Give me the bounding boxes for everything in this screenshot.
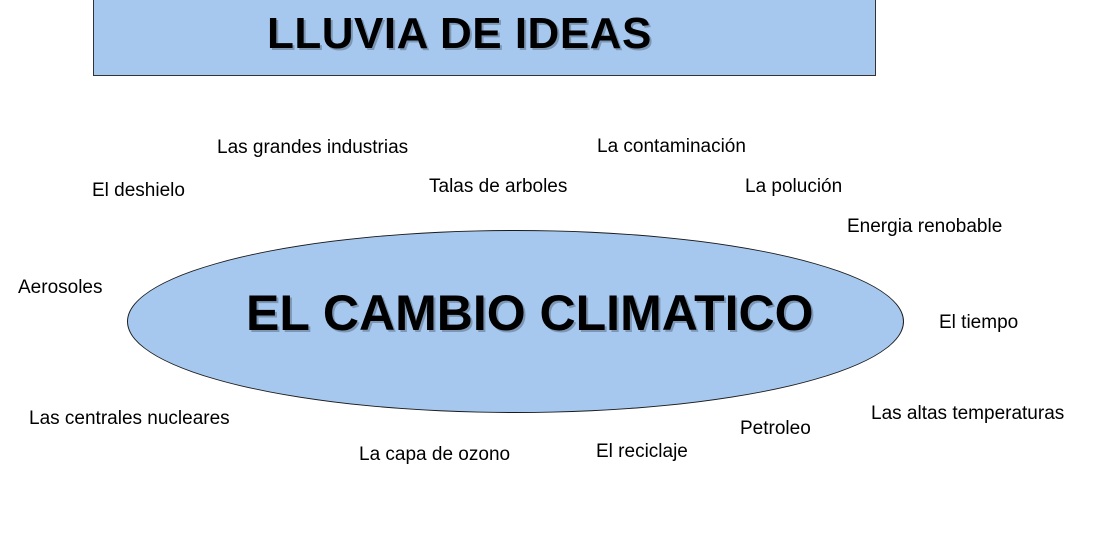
central-topic: EL CAMBIO CLIMATICO bbox=[246, 285, 814, 341]
idea-altas-temperaturas: Las altas temperaturas bbox=[871, 403, 1065, 424]
central-ellipse bbox=[127, 230, 904, 413]
idea-energia-renobable: Energia renobable bbox=[847, 216, 1003, 237]
title-text: LLUVIA DE IDEAS bbox=[267, 9, 652, 58]
idea-deshielo: El deshielo bbox=[92, 180, 185, 201]
idea-aerosoles: Aerosoles bbox=[18, 277, 103, 298]
idea-centrales-nucleares: Las centrales nucleares bbox=[29, 408, 230, 429]
idea-polucion: La polución bbox=[745, 176, 843, 197]
title-banner: LLUVIA DE IDEAS bbox=[93, 0, 876, 76]
idea-capa-de-ozono: La capa de ozono bbox=[359, 444, 511, 465]
idea-el-tiempo: El tiempo bbox=[939, 312, 1019, 333]
idea-petroleo: Petroleo bbox=[740, 418, 811, 439]
idea-grandes-industrias: Las grandes industrias bbox=[217, 137, 409, 158]
idea-reciclaje: El reciclaje bbox=[596, 441, 688, 462]
idea-talas-de-arboles: Talas de arboles bbox=[429, 176, 568, 197]
idea-contaminacion: La contaminación bbox=[597, 136, 746, 157]
